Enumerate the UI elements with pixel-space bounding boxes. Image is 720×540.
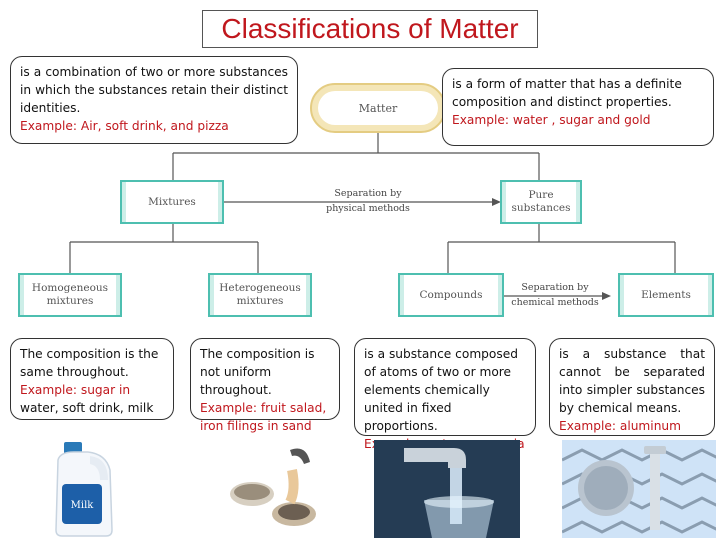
arrow-physical-head [492,198,501,206]
element-example-text: Example: aluminum [559,419,682,433]
milk-jug-label: Milk [71,500,95,511]
compound-definition-text: is a substance composed of atoms of two … [364,347,518,433]
pure-substance-definition-callout: is a form of matter that has a definite … [442,68,714,146]
title-text: Classifications of Matter [221,13,519,44]
element-definition-callout: is a substance that cannot be separated … [549,338,715,436]
water-tap-photo [374,440,520,538]
matter-node: Matter [310,83,446,133]
pure-substance-example-text: Example: water , sugar and gold [452,113,651,127]
arrow-chemical-head [602,292,611,300]
mixtures-label: Mixtures [148,195,196,208]
mixture-definition-callout: is a combination of two or more substanc… [10,56,298,144]
elements-node: Elements [618,273,714,317]
compounds-label: Compounds [419,288,483,301]
page-title: Classifications of Matter [202,10,538,48]
heterogeneous-definition-text: The composition is not uniform throughou… [200,347,315,397]
compounds-node: Compounds [398,273,504,317]
heterogeneous-definition-callout: The composition is not uniform throughou… [190,338,340,433]
element-definition-text: is a substance that cannot be separated … [559,347,705,415]
chemical-separation-label: Separation by chemical methods [511,282,599,308]
compound-definition-callout: is a substance composed of atoms of two … [354,338,536,451]
mixtures-node: Mixtures [120,180,224,224]
homogeneous-example-tail: water, soft drink, milk [20,401,154,415]
heterogeneous-example-text: Example: fruit salad, iron filings in sa… [200,401,327,433]
homogeneous-definition-callout: The composition is the same throughout. … [10,338,174,420]
mixture-example-text: Example: Air, soft drink, and pizza [20,119,229,133]
mixture-definition-text: is a combination of two or more substanc… [20,65,288,115]
milk-jug-photo: Milk [50,440,120,538]
aluminum-photo [562,440,716,538]
pure-substance-definition-text: is a form of matter that has a definite … [452,77,682,109]
physical-separation-label: Separation by physical methods [326,188,410,214]
homogeneous-definition-text: The composition is the same throughout. [20,347,159,379]
iron-filings-photo [220,440,324,538]
homogeneous-example-text: Example: sugar in [20,383,131,397]
matter-label: Matter [358,101,398,115]
elements-label: Elements [641,288,691,301]
